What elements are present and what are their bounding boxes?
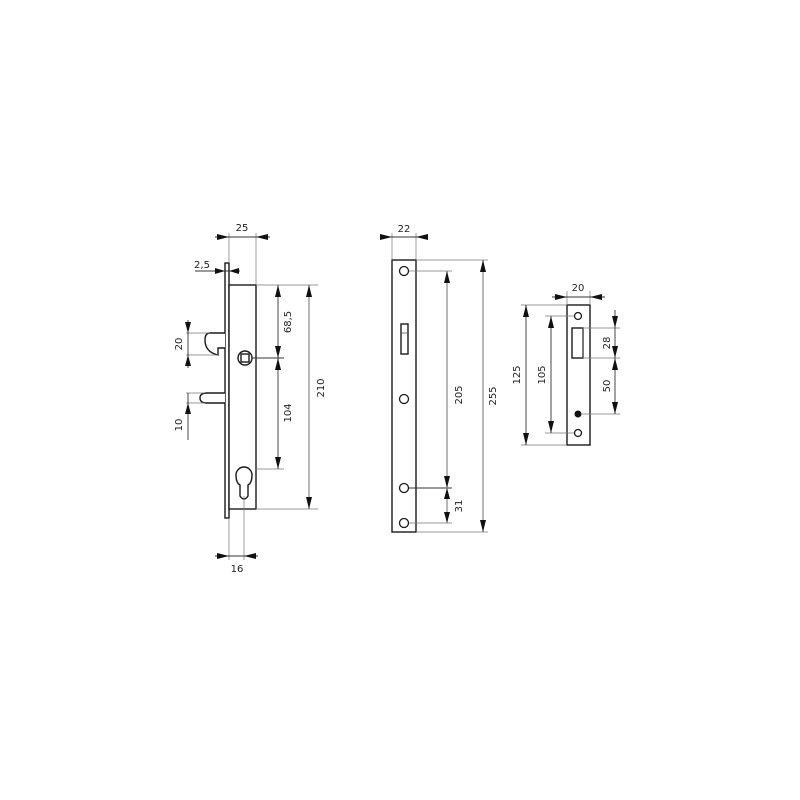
short-strike-plate [566, 304, 591, 446]
strike-slot [571, 327, 584, 359]
dim-hole-span-105: 105 [537, 365, 548, 384]
latch-bolt [199, 392, 225, 404]
screw-hole [398, 482, 410, 494]
dim-backset-16: 16 [231, 564, 244, 575]
screw-hole [398, 265, 410, 277]
strike-slot [400, 323, 409, 355]
spindle-square [240, 353, 250, 363]
dim-hook-20: 20 [174, 338, 185, 351]
screw-hole [573, 428, 583, 438]
short-strike-view: 20 125 105 28 50 [512, 283, 620, 446]
dim-width-25: 25 [236, 223, 249, 234]
filled-dot [574, 410, 582, 418]
cylinder-cutout [235, 466, 253, 500]
lock-body-view: 25 2,5 20 10 68,5 104 210 [174, 223, 327, 575]
dim-slot-28: 28 [602, 337, 613, 350]
dim-height-210: 210 [316, 378, 327, 397]
dim-width-22: 22 [398, 224, 411, 235]
dim-hole-span-205: 205 [454, 385, 465, 404]
dim-faceplate-2-5: 2,5 [194, 260, 210, 271]
dim-overall-255: 255 [488, 386, 499, 405]
screw-hole [398, 517, 410, 529]
dim-width-20: 20 [572, 283, 585, 294]
screw-hole [398, 393, 410, 405]
dim-latch-10: 10 [174, 419, 185, 432]
long-strike-view: 22 205 31 255 [380, 224, 499, 533]
dim-spindle-cylinder-104: 104 [283, 403, 294, 422]
dim-overall-125: 125 [512, 365, 523, 384]
dim-spacing-31: 31 [454, 500, 465, 513]
screw-hole [573, 311, 583, 321]
dim-spindle-68-5: 68,5 [283, 311, 294, 333]
hook-bolt [204, 332, 225, 356]
dim-slot-dot-50: 50 [602, 380, 613, 393]
